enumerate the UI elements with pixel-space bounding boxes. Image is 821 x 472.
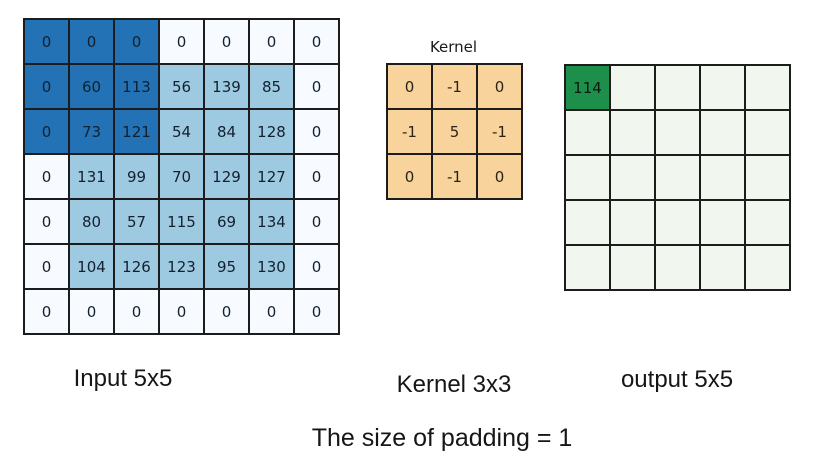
grid-cell: 134 [249, 199, 294, 244]
grid-cell [610, 110, 655, 155]
grid-cell: 128 [249, 109, 294, 154]
grid-cell [700, 110, 745, 155]
grid-cell [610, 155, 655, 200]
padding-size-caption: The size of padding = 1 [311, 424, 573, 452]
grid-cell: 70 [159, 154, 204, 199]
grid-cell: 130 [249, 244, 294, 289]
grid-cell [565, 110, 610, 155]
grid-cell [610, 65, 655, 110]
grid-cell [655, 65, 700, 110]
grid-cell [745, 200, 790, 245]
grid-cell: 0 [204, 19, 249, 64]
grid-cell: 0 [294, 289, 339, 334]
kernel-caption: Kernel 3x3 [396, 371, 512, 398]
grid-cell: -1 [387, 109, 432, 154]
grid-cell: 126 [114, 244, 159, 289]
grid-cell: 0 [477, 154, 522, 199]
grid-cell [565, 155, 610, 200]
grid-cell: 95 [204, 244, 249, 289]
grid-cell: 0 [249, 19, 294, 64]
grid-cell: 0 [69, 289, 114, 334]
grid-cell: 0 [69, 19, 114, 64]
grid-cell: 80 [69, 199, 114, 244]
grid-cell: 127 [249, 154, 294, 199]
grid-cell: 0 [294, 19, 339, 64]
grid-cell [700, 155, 745, 200]
grid-cell: 113 [114, 64, 159, 109]
grid-cell: 0 [294, 64, 339, 109]
grid-cell: 85 [249, 64, 294, 109]
grid-cell [565, 200, 610, 245]
grid-cell [610, 245, 655, 290]
grid-cell: 54 [159, 109, 204, 154]
grid-cell: 0 [24, 154, 69, 199]
grid-cell [745, 110, 790, 155]
grid-cell: 131 [69, 154, 114, 199]
grid-cell: 0 [24, 289, 69, 334]
grid-cell: 139 [204, 64, 249, 109]
grid-cell: 114 [565, 65, 610, 110]
grid-cell: 0 [159, 289, 204, 334]
grid-cell: 99 [114, 154, 159, 199]
grid-cell: 57 [114, 199, 159, 244]
grid-cell [700, 200, 745, 245]
grid-cell [655, 110, 700, 155]
grid-cell: 0 [294, 199, 339, 244]
input-caption: Input 5x5 [73, 365, 173, 392]
grid-cell [655, 245, 700, 290]
grid-cell [700, 245, 745, 290]
grid-cell: 0 [387, 154, 432, 199]
grid-cell: 0 [24, 199, 69, 244]
grid-cell [745, 65, 790, 110]
grid-cell: 0 [477, 64, 522, 109]
kernel-grid-title: Kernel [429, 38, 478, 56]
grid-cell: 104 [69, 244, 114, 289]
grid-cell [655, 155, 700, 200]
grid-cell: 0 [114, 19, 159, 64]
grid-cell [565, 245, 610, 290]
output-caption: output 5x5 [620, 366, 734, 393]
grid-cell: 0 [294, 154, 339, 199]
grid-cell: 0 [24, 19, 69, 64]
grid-cell: 69 [204, 199, 249, 244]
grid-cell: 0 [387, 64, 432, 109]
grid-cell [700, 65, 745, 110]
grid-cell: 0 [24, 109, 69, 154]
grid-cell: 5 [432, 109, 477, 154]
grid-cell: -1 [432, 64, 477, 109]
grid-cell: 0 [159, 19, 204, 64]
grid-cell: -1 [432, 154, 477, 199]
grid-cell: 0 [24, 64, 69, 109]
grid-cell: 0 [294, 244, 339, 289]
grid-cell: 0 [249, 289, 294, 334]
grid-cell: 0 [294, 109, 339, 154]
grid-cell: 56 [159, 64, 204, 109]
grid-cell: 0 [204, 289, 249, 334]
grid-cell: 121 [114, 109, 159, 154]
grid-cell: 129 [204, 154, 249, 199]
grid-cell: 115 [159, 199, 204, 244]
grid-cell [745, 245, 790, 290]
output-grid: 114 [564, 64, 791, 291]
grid-cell: 0 [24, 244, 69, 289]
grid-cell: -1 [477, 109, 522, 154]
grid-cell [655, 200, 700, 245]
grid-cell [610, 200, 655, 245]
grid-cell: 0 [114, 289, 159, 334]
grid-cell: 60 [69, 64, 114, 109]
grid-cell [745, 155, 790, 200]
grid-cell: 84 [204, 109, 249, 154]
grid-cell: 73 [69, 109, 114, 154]
grid-cell: 123 [159, 244, 204, 289]
